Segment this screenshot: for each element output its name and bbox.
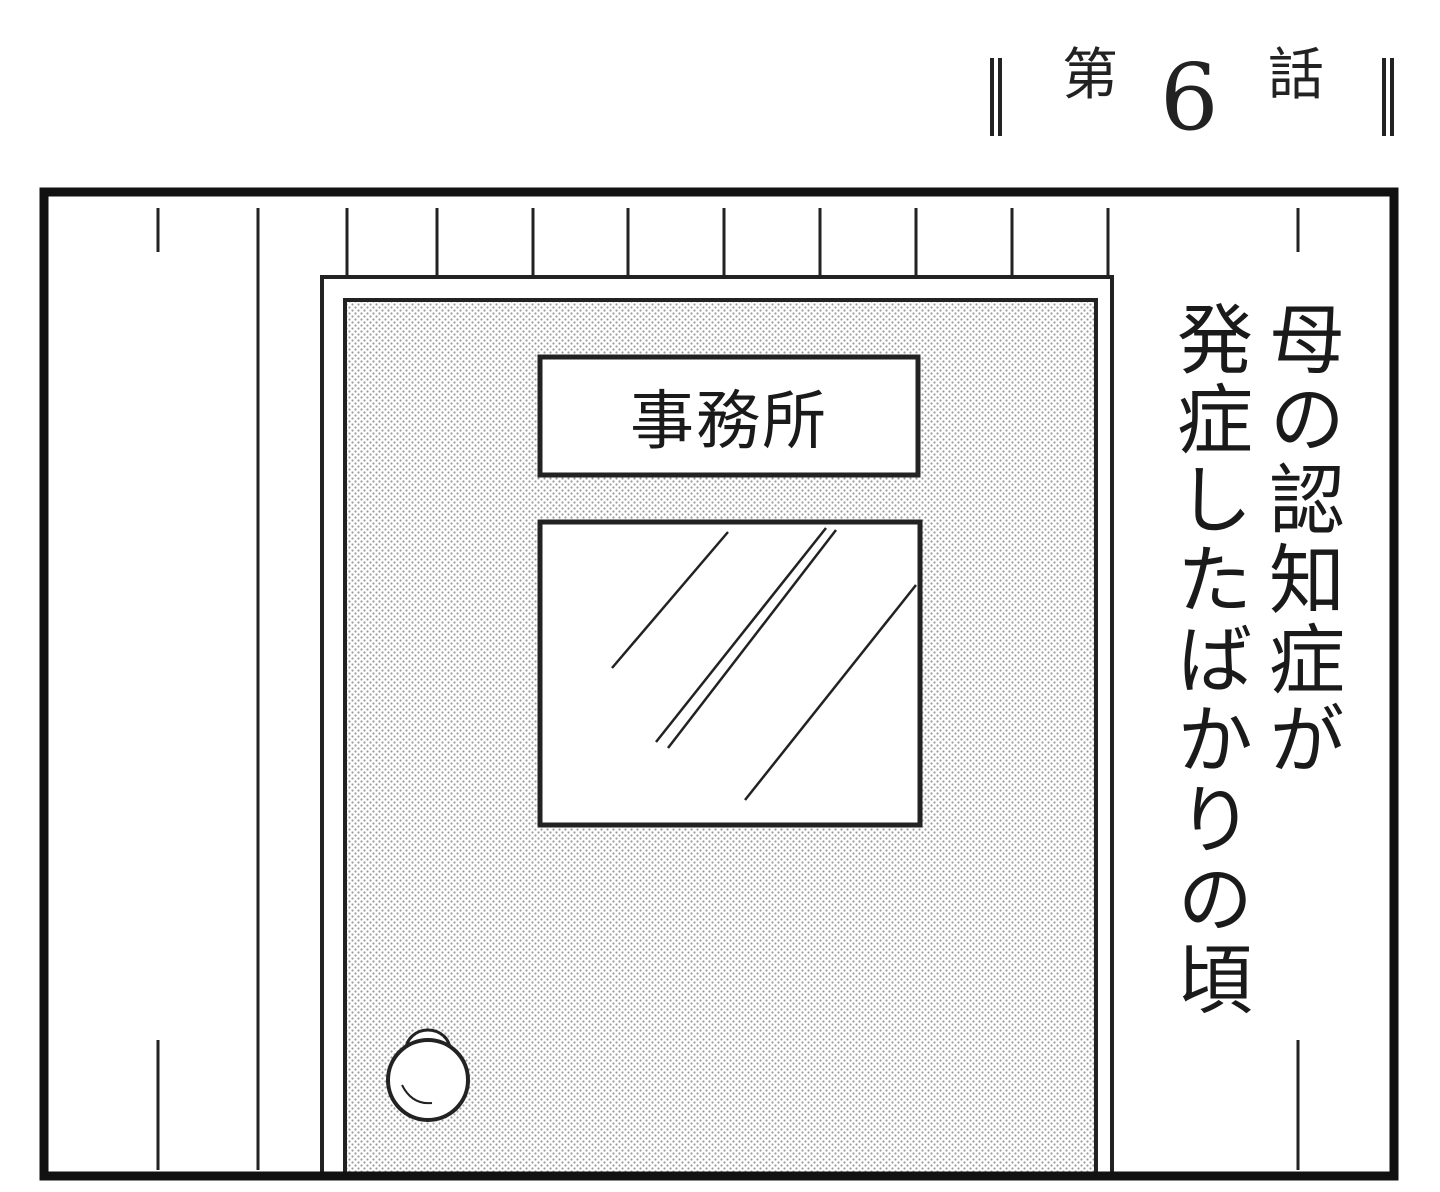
door-window xyxy=(537,519,923,828)
title-right-double-bar xyxy=(1390,58,1394,136)
door-sign-plate xyxy=(537,354,921,478)
title-prefix: 第 xyxy=(1062,43,1118,108)
title-right-double-bar xyxy=(1382,58,1386,136)
wall-lines xyxy=(156,208,1300,1170)
title-left-double-bar xyxy=(990,58,994,136)
title-number: 6 xyxy=(1160,44,1219,151)
door xyxy=(320,275,1114,1176)
title-suffix: 話 xyxy=(1268,43,1324,108)
narration-column-1: 母の認知症が xyxy=(1256,300,1345,780)
narration-column-2: 発症したばかりの頃 xyxy=(1164,300,1253,1020)
panel-border xyxy=(39,187,1399,1181)
door-knob xyxy=(386,1028,470,1122)
door-sign-text: 事務所 xyxy=(630,385,828,459)
window-glare-lines xyxy=(611,527,917,801)
title-left-double-bar xyxy=(998,58,1002,136)
